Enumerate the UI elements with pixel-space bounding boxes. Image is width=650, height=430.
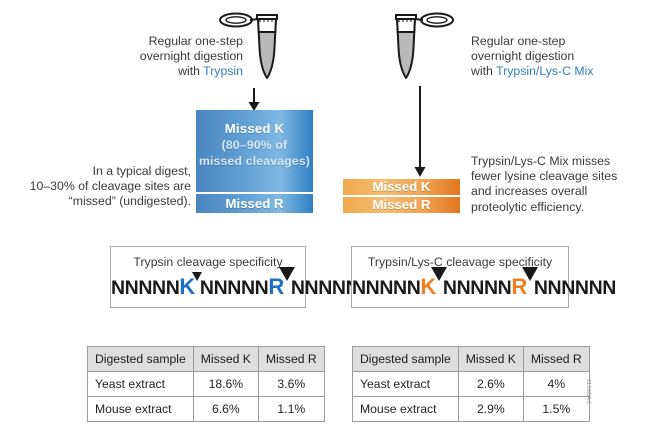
right-intro-line3: with Trypsin/Lys-C Mix <box>471 64 646 79</box>
left-intro-line3-prefix: with <box>178 64 204 79</box>
left-intro-caption: Regular one-step overnight digestion wit… <box>63 34 243 80</box>
right-seq-part2: NNNNN <box>442 277 512 299</box>
right-arrow-svg <box>414 86 426 177</box>
left-th-missed-r: Missed R <box>257 346 325 372</box>
right-note-caption: Trypsin/Lys-C Mix misses fewer lysine cl… <box>471 154 650 215</box>
left-row0-missed-k: 18.6% <box>192 371 259 397</box>
right-note-line4: proteolytic efficiency. <box>471 199 585 214</box>
right-seq-part1: NNNNN <box>352 277 421 299</box>
right-note-line1: Trypsin/Lys-C Mix misses <box>471 154 611 168</box>
right-note-line3: and increases overall <box>471 184 588 199</box>
right-table-header-row: Digested sample Missed K Missed R <box>352 346 590 372</box>
right-missed-k-box: Missed K <box>343 179 460 195</box>
figure-code: 1119BAC <box>585 379 591 405</box>
left-table-header-row: Digested sample Missed K Missed R <box>87 346 325 372</box>
left-row1-sample: Mouse extract <box>87 396 194 422</box>
left-seq-part2: NNNNN <box>199 277 269 299</box>
right-cleavage-marker-r-icon <box>521 267 538 281</box>
trypsin-panel: Regular one-step overnight digestion wit… <box>1 8 373 422</box>
left-arrow-svg <box>248 88 260 111</box>
left-intro-line2: overnight digestion <box>139 49 243 64</box>
right-row1-sample: Mouse extract <box>352 396 459 422</box>
right-missed-r-box: Missed R <box>343 197 460 213</box>
left-note-line3: “missed” (undigested). <box>68 194 191 209</box>
left-note-line1: In a typical digest, <box>92 164 191 178</box>
trypsin-lysc-panel: Regular one-step overnight digestion wit… <box>325 0 650 430</box>
left-row0-sample: Yeast extract <box>87 371 194 397</box>
table-row: Yeast extract 2.6% 4% <box>352 371 590 397</box>
microcentrifuge-tube-icon <box>385 8 455 95</box>
right-specificity-title: Trypsin/Lys-C cleavage specificity <box>367 255 553 269</box>
left-th-sample: Digested sample <box>87 346 194 372</box>
right-row0-sample: Yeast extract <box>352 371 459 397</box>
table-row: Mouse extract 6.6% 1.1% <box>87 396 325 422</box>
right-th-sample: Digested sample <box>352 346 459 372</box>
tube-svg <box>395 12 454 79</box>
right-intro-line3-prefix: with <box>471 64 497 79</box>
left-missed-k-box: Missed K (80–90% of missed cleavages) <box>196 110 313 192</box>
right-row0-missed-r: 4% <box>522 371 590 397</box>
right-note-line2: fewer lysine cleavage sites <box>471 169 618 184</box>
left-th-missed-k: Missed K <box>192 346 259 372</box>
left-intro-line3: with Trypsin <box>63 64 243 79</box>
table-row: Mouse extract 2.9% 1.5% <box>352 396 590 422</box>
left-missed-k-label: Missed K <box>224 121 285 136</box>
right-row1-missed-k: 2.9% <box>457 396 524 422</box>
right-row1-missed-r: 1.5% <box>522 396 590 422</box>
right-intro-line2: overnight digestion <box>471 49 575 64</box>
right-intro-line1: Regular one-step <box>471 34 566 48</box>
left-intro-line1: Regular one-step <box>148 34 243 48</box>
right-down-arrow-icon <box>412 86 428 183</box>
left-cleavage-marker-r-icon <box>278 267 295 281</box>
left-missed-k-sub-line1: (80–90% of <box>221 138 288 152</box>
left-missed-r-box: Missed R <box>196 194 313 213</box>
table-row: Yeast extract 18.6% 3.6% <box>87 371 325 397</box>
left-residue-k: K <box>179 274 195 299</box>
left-missed-k-sub-line2: missed cleavages) <box>198 154 311 169</box>
left-data-table: Digested sample Missed K Missed R Yeast … <box>87 346 325 422</box>
left-cleavage-marker-k-icon <box>191 272 202 281</box>
left-down-arrow-icon <box>246 88 262 117</box>
left-intro-enzyme-name: Trypsin <box>203 64 243 79</box>
left-note-line2: 10–30% of cleavage sites are <box>29 179 191 194</box>
right-cleavage-marker-k-icon <box>430 267 447 281</box>
right-th-missed-k: Missed K <box>457 346 524 372</box>
microcentrifuge-tube-icon <box>218 8 288 95</box>
tube-svg <box>219 12 278 79</box>
right-intro-enzyme-name: Trypsin/Lys-C Mix <box>496 64 594 79</box>
left-row1-missed-r: 1.1% <box>257 396 325 422</box>
left-note-caption: In a typical digest, 10–30% of cleavage … <box>1 164 191 210</box>
left-seq-part1: NNNNN <box>111 277 180 299</box>
right-th-missed-r: Missed R <box>522 346 590 372</box>
right-row0-missed-k: 2.6% <box>457 371 524 397</box>
right-data-table: Digested sample Missed K Missed R Yeast … <box>352 346 590 422</box>
left-specificity-title: Trypsin cleavage specificity <box>133 255 283 269</box>
right-intro-caption: Regular one-step overnight digestion wit… <box>471 34 646 80</box>
left-row0-missed-r: 3.6% <box>257 371 325 397</box>
right-seq-part3: NNNNNN <box>533 277 616 299</box>
left-row1-missed-k: 6.6% <box>192 396 259 422</box>
right-specificity-box: Trypsin/Lys-C cleavage specificity NNNNN… <box>351 246 616 308</box>
